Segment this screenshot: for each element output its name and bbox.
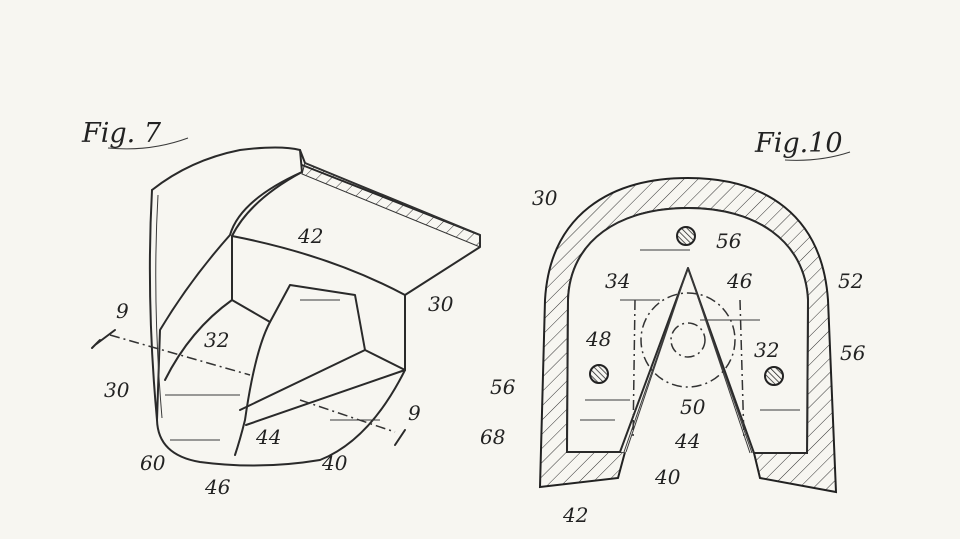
sole-layer (301, 162, 481, 248)
ref-label: 9 (408, 401, 421, 425)
bolt-icon (676, 226, 696, 246)
figure-10-title: Fig.10 (754, 128, 843, 159)
heel-body (91, 146, 481, 467)
insert-plate (566, 207, 809, 454)
figure-10-reference-labels: 30 56 34 46 52 48 32 56 56 50 68 44 40 4… (480, 186, 866, 527)
ref-label: 56 (840, 341, 866, 365)
ref-label: 32 (204, 328, 229, 352)
ref-label: 9 (116, 299, 129, 323)
bolt-icon (589, 364, 609, 384)
ref-label: 60 (140, 451, 166, 475)
ref-label: 30 (532, 186, 558, 210)
ref-label: 48 (585, 327, 611, 351)
figure-7: Fig. 7 42 30 9 32 30 (81, 118, 481, 499)
ref-label: 30 (428, 292, 454, 316)
dowel-circle (640, 292, 736, 388)
ref-label: 46 (726, 269, 753, 293)
ref-label: 50 (680, 395, 706, 419)
figure-10: Fig.10 30 56 34 46 52 48 32 56 56 50 68 … (480, 128, 866, 527)
ref-label: 56 (490, 375, 516, 399)
ref-label: 42 (297, 224, 323, 248)
ref-label: 46 (204, 475, 231, 499)
ref-label: 40 (321, 451, 348, 475)
ref-label: 40 (654, 465, 681, 489)
ref-label: 52 (838, 269, 863, 293)
ref-label: 44 (674, 429, 700, 453)
dowel-center-circle (670, 322, 706, 358)
title-underline (107, 137, 189, 150)
ref-label: 32 (754, 338, 779, 362)
figure-7-reference-labels: 42 30 9 32 30 60 46 44 40 9 (104, 224, 454, 499)
ref-label: 56 (716, 229, 742, 253)
ref-label: 44 (255, 425, 281, 449)
ref-label: 42 (562, 503, 588, 527)
figure-7-title: Fig. 7 (81, 118, 162, 149)
title-underline (784, 151, 851, 161)
ref-label: 34 (605, 269, 630, 293)
ref-label: 68 (480, 425, 505, 449)
ref-label: 30 (104, 378, 130, 402)
bolt-icon (764, 366, 784, 386)
